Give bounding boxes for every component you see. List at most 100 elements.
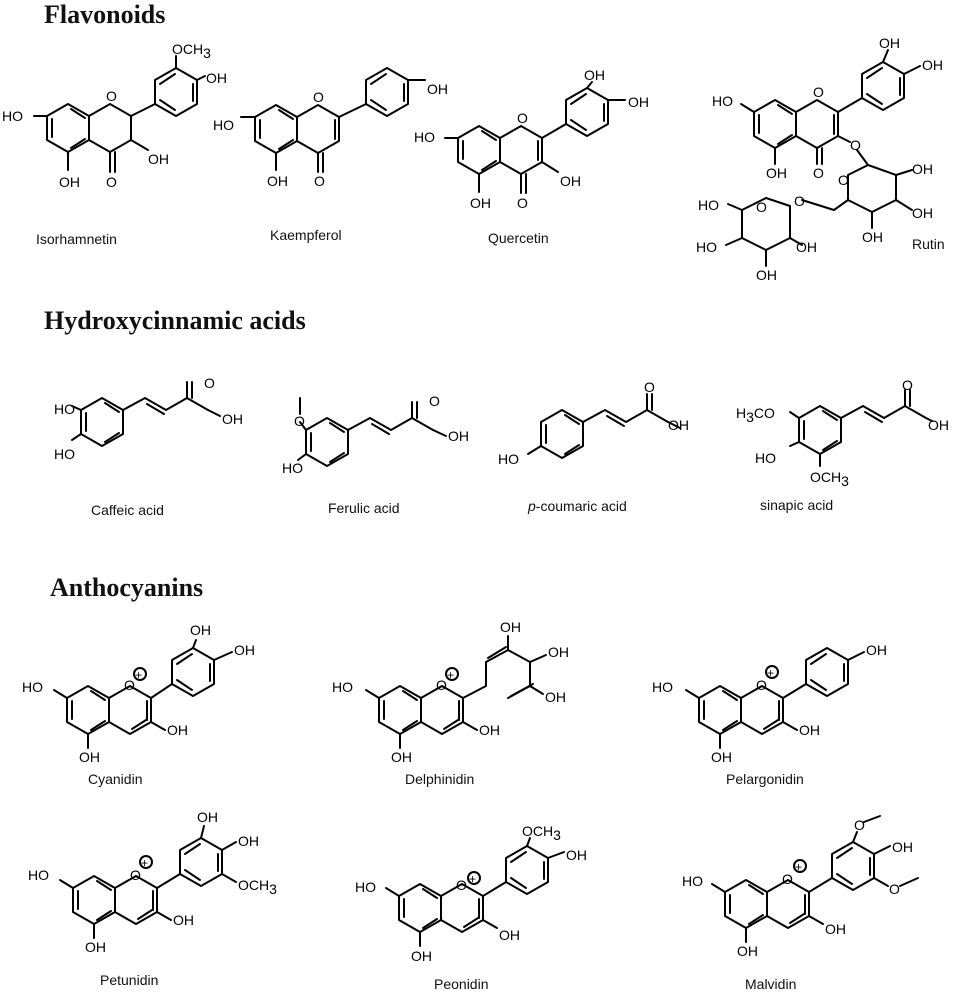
atom-och3: OCH3 [522, 823, 561, 843]
structure-petunidin: + O HO OH OH OH OH OCH3 [28, 809, 277, 955]
atom-oh: OH [238, 833, 259, 849]
p-coumaric-rest: -coumaric acid [535, 498, 627, 514]
atom-oh: OH [879, 35, 900, 51]
atom-oh: OH [912, 161, 933, 177]
compound-name-rutin: Rutin [912, 236, 945, 252]
compound-name-ferulic-acid: Ferulic acid [328, 500, 400, 516]
atom-oh: OH [892, 839, 913, 855]
structure-kaempferol: O HO OH O OH [213, 67, 448, 189]
compound-name-delphinidin: Delphinidin [405, 771, 475, 787]
charge-plus: + [135, 668, 142, 682]
atom-o: O [756, 677, 767, 693]
charge-plus: + [469, 872, 476, 886]
atom-o: O [813, 165, 824, 181]
atom-ho: HO [414, 129, 435, 145]
atom-oh: OH [470, 195, 491, 211]
atom-oh: OH [234, 642, 255, 658]
atom-oh: OH [584, 67, 605, 83]
atom-o: O [124, 677, 135, 693]
atom-oh: OH [206, 70, 227, 86]
charge-plus: + [767, 666, 774, 680]
structure-p-coumaric-acid: HO O OH [498, 379, 689, 467]
atom-o: O [106, 88, 117, 104]
atom-oh: OH [173, 912, 194, 928]
compound-name-kaempferol: Kaempferol [270, 227, 342, 243]
structure-isorhamnetin: O HO OH O OH OCH3 OH [2, 41, 227, 190]
compound-name-pelargonidin: Pelargonidin [726, 771, 804, 787]
atom-o: O [838, 172, 849, 188]
structure-malvidin: + O HO OH OH O OH O [682, 815, 919, 959]
atom-oh: OH [190, 622, 211, 638]
compound-name-caffeic-acid: Caffeic acid [91, 502, 164, 518]
compound-name-malvidin: Malvidin [745, 976, 797, 992]
atom-oh: OH [222, 411, 243, 427]
charge-plus: + [141, 856, 148, 870]
atom-o: O [314, 173, 325, 189]
atom-oh: OH [668, 417, 689, 433]
structure-sinapic-acid: H3CO HO OCH3 O OH [736, 377, 949, 489]
atom-oh: OH [499, 927, 520, 943]
atom-o: O [902, 377, 913, 393]
atom-oh: OH [85, 939, 106, 955]
atom-ho: HO [712, 93, 733, 109]
atom-o: O [517, 110, 528, 126]
atom-oh: OH [548, 644, 569, 660]
atom-ho: HO [282, 460, 303, 476]
structure-ferulic-acid: O HO O OH [282, 393, 469, 476]
atom-oh: OH [756, 267, 777, 283]
atom-ho: HO [2, 108, 23, 124]
atom-oh: OH [922, 57, 943, 73]
atom-o: O [313, 89, 324, 105]
atom-och3: OCH3 [238, 877, 277, 897]
atom-ho: HO [28, 867, 49, 883]
atom-oh: OH [566, 847, 587, 863]
atom-oh: OH [560, 173, 581, 189]
atom-o: O [854, 817, 865, 833]
atom-h3co: H3CO [736, 405, 775, 425]
structure-delphinidin: + O HO OH OH OH OH OH [332, 619, 569, 765]
structure-pelargonidin: + O HO OH OH OH [652, 642, 887, 765]
atom-ho: HO [355, 879, 376, 895]
atom-o: O [130, 867, 141, 883]
structure-rutin: O HO OH O O OH OH O OH OH OH O O HO HO O… [696, 35, 943, 283]
atom-ho: HO [213, 117, 234, 133]
atom-oh: OH [391, 749, 412, 765]
atom-oh: OH [411, 948, 432, 964]
section-title-flavonoids: Flavonoids [44, 0, 166, 29]
atom-oh: OH [796, 239, 817, 255]
atom-oh: OH [148, 151, 169, 167]
atom-o: O [106, 174, 117, 190]
atom-ho: HO [498, 451, 519, 467]
atom-o: O [294, 413, 305, 429]
atom-oh: OH [427, 81, 448, 97]
atom-o: O [517, 195, 528, 211]
structure-peonidin: + O HO OH OH OCH3 OH [355, 823, 587, 964]
atom-o: O [850, 137, 861, 153]
atom-oh: OH [628, 94, 649, 110]
atom-oh: OH [267, 173, 288, 189]
compound-name-petunidin: Petunidin [100, 972, 159, 988]
atom-o: O [429, 393, 440, 409]
charge-plus: + [447, 668, 454, 682]
atom-oh: OH [928, 417, 949, 433]
compound-name-sinapic-acid: sinapic acid [760, 497, 834, 513]
atom-ho: HO [652, 679, 673, 695]
atom-o: O [794, 193, 805, 209]
atom-o: O [456, 877, 467, 893]
atom-oh: OH [866, 642, 887, 658]
atom-oh: OH [59, 174, 80, 190]
atom-oh: OH [79, 749, 100, 765]
atom-oh: OH [912, 205, 933, 221]
atom-oh: OH [825, 921, 846, 937]
atom-oh: OH [799, 722, 820, 738]
atom-oh: OH [479, 722, 500, 738]
atom-ho: HO [54, 401, 75, 417]
compound-name-peonidin: Peonidin [434, 976, 489, 992]
atom-ho: HO [682, 873, 703, 889]
atom-oh: OH [711, 749, 732, 765]
compound-name-cyanidin: Cyanidin [88, 771, 143, 787]
charge-plus: + [795, 860, 802, 874]
compound-name-quercetin: Quercetin [488, 230, 549, 246]
compound-name-p-coumaric-acid: p-coumaric acid [528, 498, 627, 514]
